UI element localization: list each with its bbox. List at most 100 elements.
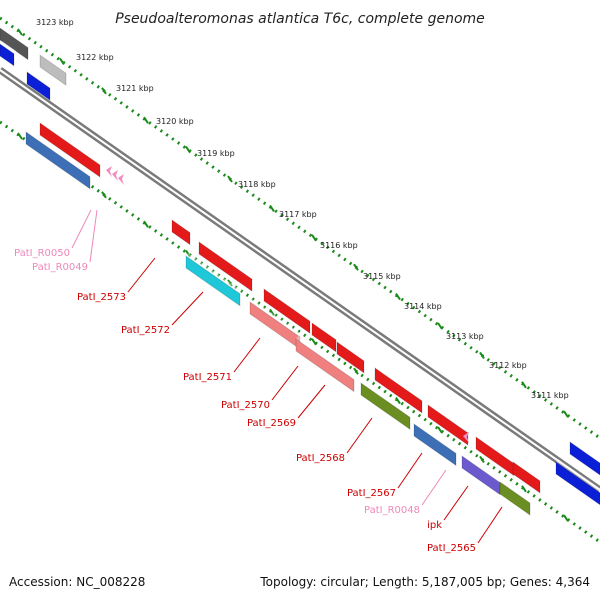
gene-feature (0, 41, 16, 67)
gene-feature-outline (39, 54, 67, 87)
gene-feature-body (570, 442, 600, 475)
major-tick (17, 28, 23, 36)
gene-feature-body (40, 123, 100, 177)
major-tick (479, 455, 485, 463)
leader-line (89, 209, 98, 263)
gene-label: PatI_2572 (121, 325, 170, 336)
rna-feature (106, 166, 112, 177)
gene-feature-outline (413, 423, 457, 467)
gene-feature-body (361, 383, 410, 430)
gene-feature-highlight (556, 459, 600, 493)
gene-feature-outline (25, 131, 91, 190)
label-leader-lines (71, 209, 503, 544)
major-tick (395, 397, 401, 405)
gene-feature-outline (311, 322, 337, 353)
gene-feature-outline (475, 436, 515, 477)
gene-label: PatI_2565 (427, 543, 476, 554)
gene-feature-outline (512, 461, 541, 494)
gene-label: PatI_2573 (77, 292, 126, 303)
gene-label: ipk (427, 520, 442, 531)
gene-feature-highlight (312, 320, 338, 340)
gene-feature (39, 120, 102, 178)
gene-feature-body (264, 289, 310, 334)
major-tick (353, 367, 359, 375)
gene-feature-outline (569, 441, 600, 476)
major-tick (185, 250, 191, 258)
gene-feature-highlight (414, 421, 458, 454)
gene-feature-outline (185, 255, 241, 307)
gene-features (0, 25, 600, 516)
gene-feature-outline (171, 219, 191, 246)
gene-feature-highlight (361, 380, 412, 418)
gene-feature-highlight (476, 434, 516, 464)
gene-feature-highlight (27, 69, 52, 89)
gene-feature-body (476, 437, 514, 476)
gene-feature-highlight (0, 25, 30, 48)
gene-feature-body (0, 28, 28, 60)
gene-label: PatI_2569 (247, 418, 296, 429)
outer-dotted-line (0, 16, 600, 440)
gene-feature-outline (499, 481, 531, 516)
gene-feature (26, 69, 52, 102)
gene-feature-body (414, 424, 456, 466)
major-tick (143, 116, 149, 124)
gene-feature (39, 52, 68, 87)
major-tick (479, 351, 485, 359)
major-tick (17, 132, 23, 140)
kbp-label: 3119 kbp (197, 149, 235, 158)
major-tick (227, 279, 233, 287)
gene-feature-body (172, 220, 190, 245)
gene-feature-highlight (199, 239, 254, 280)
gene-feature-body (375, 368, 422, 413)
kbp-label: 3113 kbp (446, 332, 484, 341)
gene-feature-body (500, 482, 530, 515)
gene-feature-highlight (570, 439, 600, 463)
kbp-label: 3117 kbp (279, 210, 317, 219)
gene-feature-outline (461, 455, 501, 496)
gene-feature-body (428, 405, 468, 445)
major-tick (437, 322, 443, 330)
gene-feature-body (40, 55, 66, 86)
gene-feature-outline (0, 27, 29, 61)
gene-feature-body (337, 342, 364, 373)
gene-feature-outline (0, 43, 15, 67)
gene-feature-outline (336, 341, 365, 374)
gene-feature (461, 453, 502, 496)
major-tick (227, 175, 233, 183)
gene-label: PatI_2571 (183, 372, 232, 383)
topology-text: Topology: circular; Length: 5,187,005 bp… (259, 575, 590, 589)
gene-feature-outline (295, 338, 355, 393)
gene-feature (336, 339, 366, 374)
kbp-label: 3114 kbp (404, 302, 442, 311)
gene-feature-body (27, 72, 50, 101)
gene-feature-highlight (40, 52, 68, 74)
gene-feature-body (462, 456, 500, 495)
major-tick (353, 263, 359, 271)
gene-feature-body (199, 242, 252, 292)
gene-feature (25, 129, 92, 190)
rna-feature (463, 432, 469, 443)
gene-feature-body (296, 339, 354, 392)
major-tick (269, 308, 275, 316)
major-tick (143, 220, 149, 228)
gene-feature (512, 459, 542, 494)
gene-feature (185, 253, 242, 307)
gene-label: PatI_2570 (221, 400, 270, 411)
gene-feature (360, 380, 412, 431)
leader-line (397, 452, 423, 489)
gene-label: PatI_R0049 (32, 262, 88, 273)
major-tick (563, 514, 569, 522)
gene-feature-body (26, 132, 90, 189)
kbp-label: 3112 kbp (489, 361, 527, 370)
gene-feature-outline (198, 241, 253, 293)
major-tick (59, 57, 65, 65)
leader-line (346, 417, 373, 454)
major-tick (101, 191, 107, 199)
gene-feature-outline (360, 382, 411, 431)
gene-feature (499, 479, 532, 516)
gene-feature-highlight (337, 339, 366, 361)
scale-ticks-inner (0, 120, 600, 544)
kbp-label: 3122 kbp (76, 53, 114, 62)
